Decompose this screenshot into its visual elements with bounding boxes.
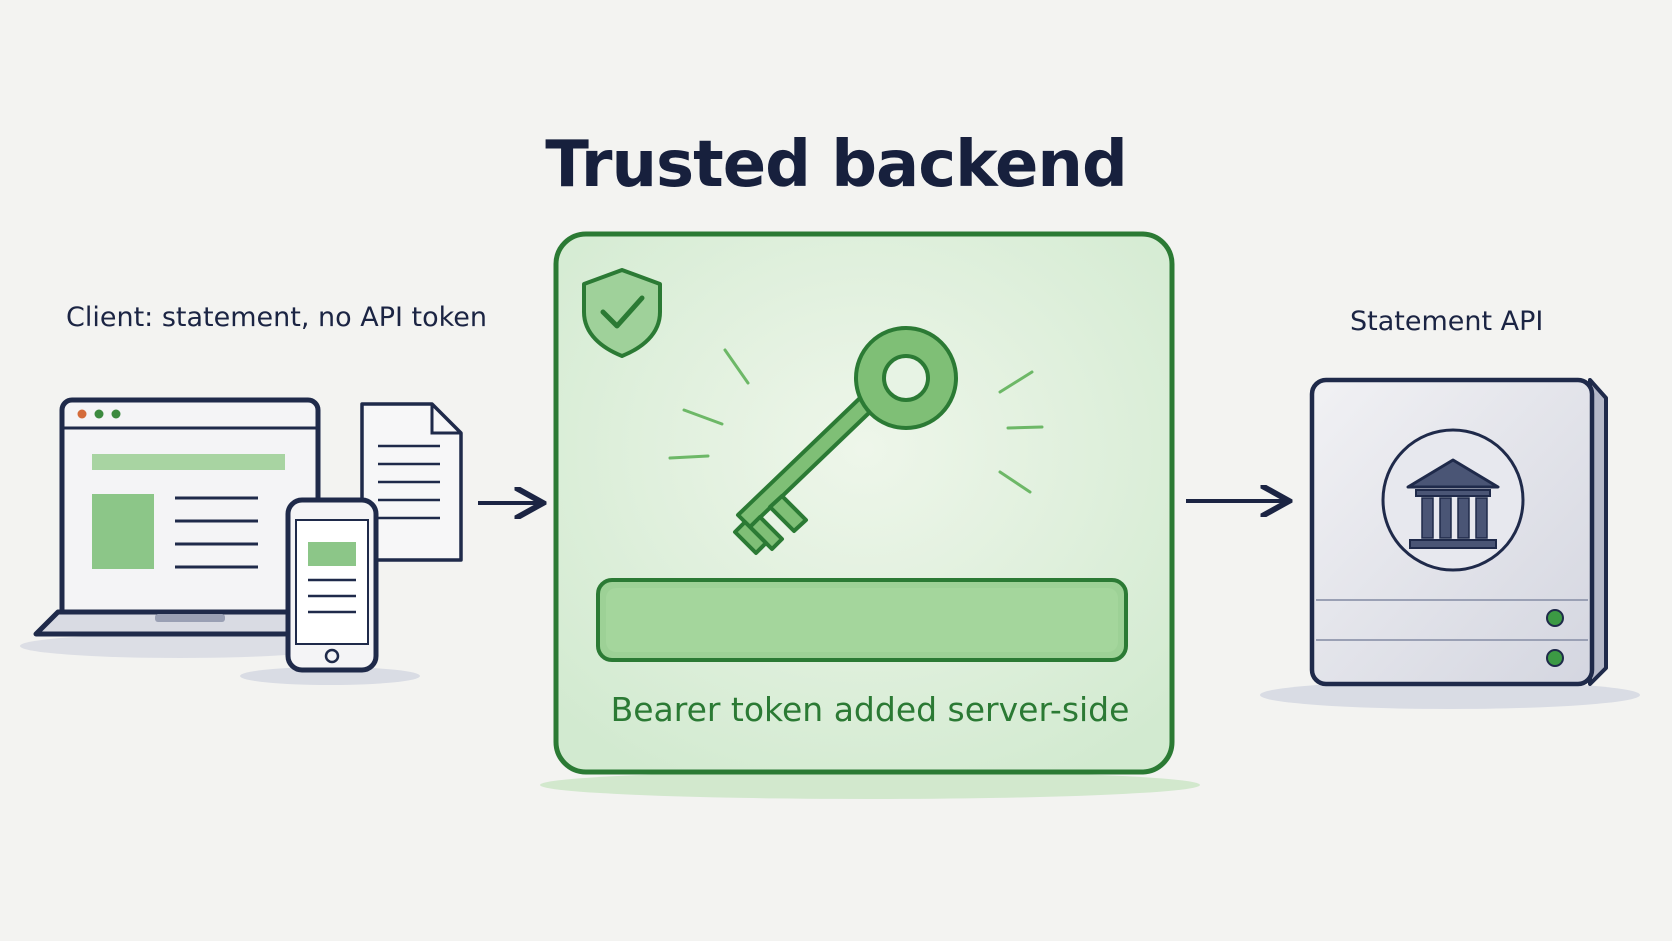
phone-icon (240, 497, 420, 685)
api-label: Statement API (1350, 306, 1544, 337)
shield-check-icon (582, 268, 662, 358)
token-bar (596, 578, 1128, 662)
bank-icon (1381, 428, 1525, 572)
client-label: Client: statement, no API token (66, 302, 488, 333)
laptop-icon (33, 397, 325, 637)
backend-caption: Bearer token added server-side (610, 690, 1130, 729)
backend-shadow (540, 771, 1200, 799)
diagram-title: Trusted backend (545, 128, 1128, 202)
key-icon (668, 326, 1044, 555)
server-shadow (1260, 681, 1640, 709)
laptop-shadow (20, 634, 340, 658)
